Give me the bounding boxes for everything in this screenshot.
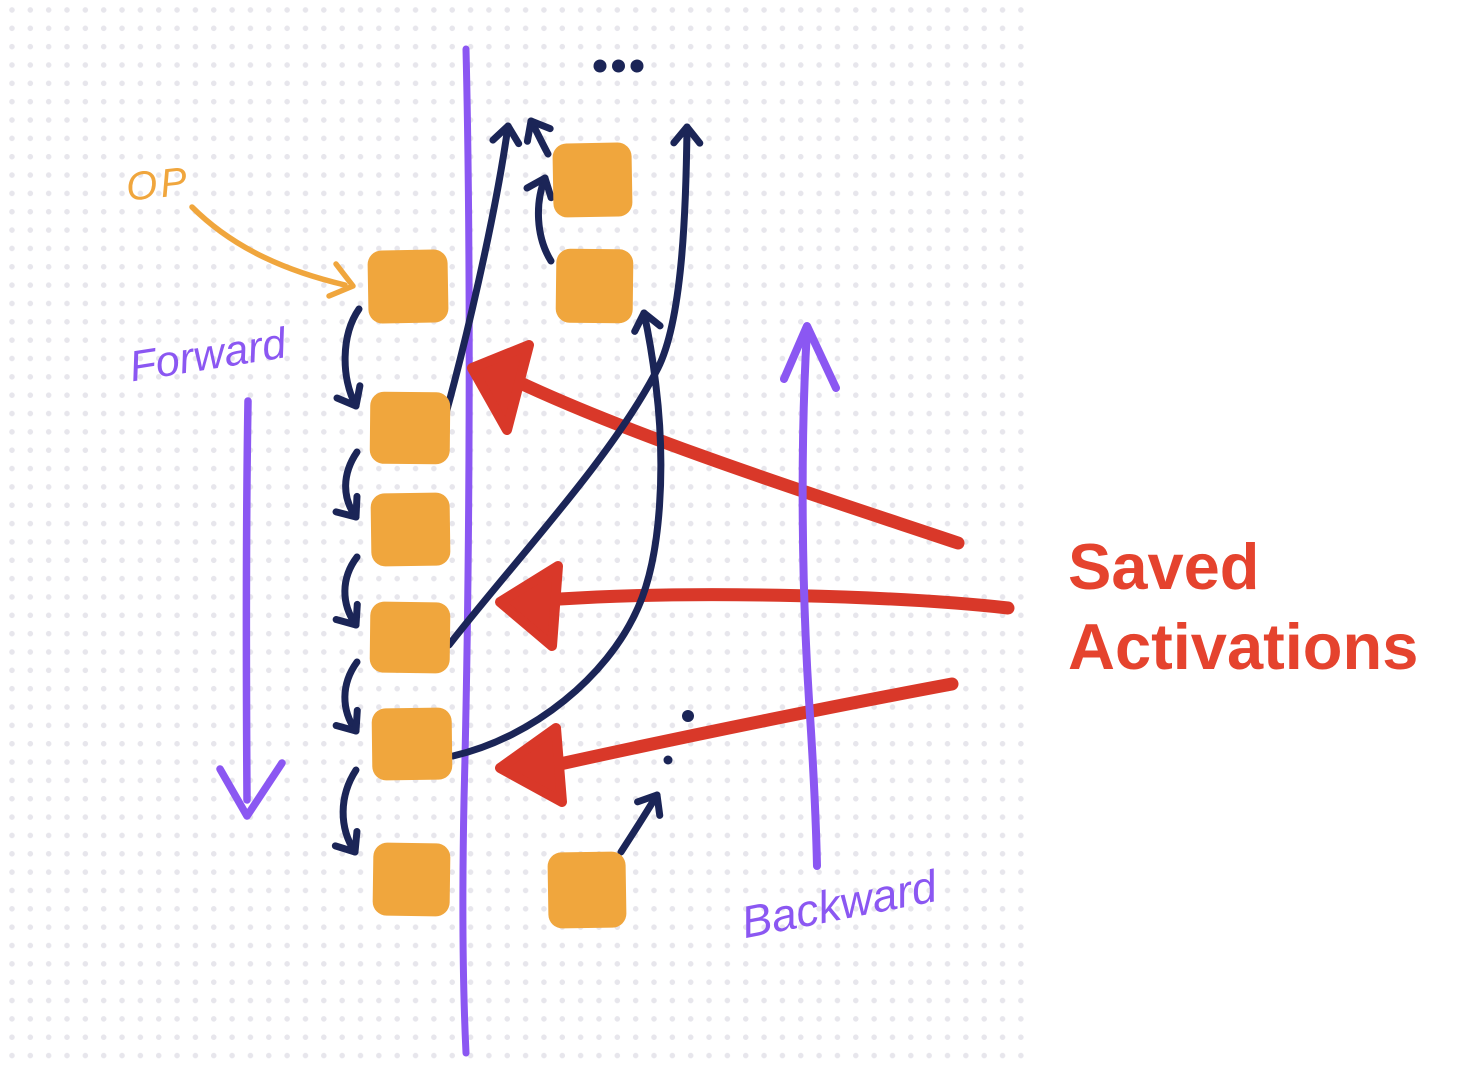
op-node-forward-3	[370, 492, 451, 567]
op-link-2	[332, 448, 361, 521]
activation-feed-arrow-2	[449, 309, 665, 760]
backward-arrow-head-icon	[780, 322, 840, 392]
op-pointer-head-icon	[326, 261, 356, 299]
op-nodes	[367, 142, 634, 929]
backward-link-arrow	[523, 174, 555, 265]
direction-arrows	[216, 322, 840, 870]
saved-activations-line1: Saved	[1068, 530, 1260, 603]
flow-arrows	[331, 117, 704, 856]
backward-arrow-shaft	[798, 326, 821, 870]
op-pointer-arrow	[189, 204, 356, 299]
op-node-backward-3	[547, 851, 627, 929]
saved-arrow-2-head-icon	[495, 561, 563, 651]
forward-arrow-head-icon	[216, 759, 286, 820]
op-link-4	[332, 658, 361, 735]
op-node-forward-5	[371, 707, 453, 781]
saved-activations-line2: Activations	[1068, 610, 1419, 683]
stage-divider-line	[459, 45, 473, 1057]
op-node-backward-2	[555, 248, 634, 324]
forward-output-arrow	[441, 122, 523, 421]
op-node-forward-2	[369, 391, 451, 465]
continuation-trail-dots	[663, 710, 694, 765]
op-link-5	[331, 766, 361, 856]
dot-grid-background	[0, 0, 1036, 1068]
op-node-forward-4	[369, 601, 451, 674]
continuation-ellipsis-icon	[593, 59, 644, 73]
op-label: OP	[124, 159, 193, 210]
continuation-arrow	[617, 791, 664, 856]
backward-output-arrow	[523, 117, 554, 158]
op-node-backward-1	[552, 142, 633, 218]
saved-arrow-3-head-icon	[495, 723, 567, 807]
op-pointer-shaft	[189, 204, 348, 288]
saved-arrow-2-shaft	[553, 588, 1015, 615]
saved-arrow-1-shaft	[505, 372, 965, 550]
op-node-forward-6	[372, 842, 451, 917]
saved-activations-label: Saved Activations	[1068, 527, 1418, 687]
saved-arrow-1-head-icon	[467, 340, 534, 435]
op-node-forward-1	[367, 249, 449, 324]
saved-activation-arrows	[467, 340, 1015, 807]
forward-arrow-shaft	[242, 397, 252, 804]
op-link-1	[333, 305, 364, 410]
op-link-3	[332, 553, 361, 629]
saved-arrow-3-shaft	[553, 677, 959, 771]
